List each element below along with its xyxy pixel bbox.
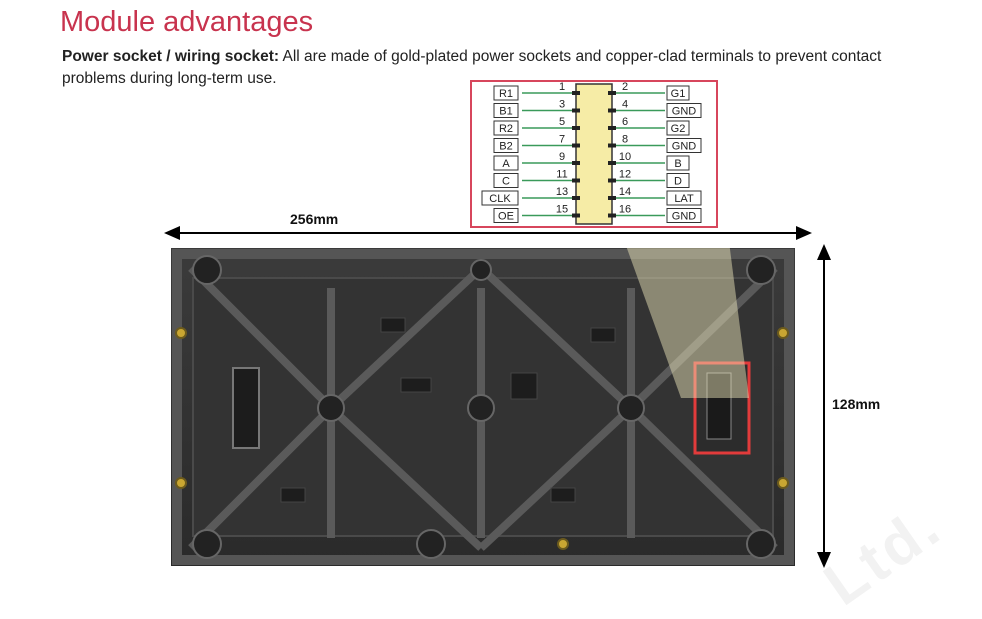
pin-label-box <box>666 190 702 206</box>
pin-label-box <box>493 173 519 188</box>
pin-mark <box>572 213 580 218</box>
pin-mark <box>608 161 616 165</box>
pin-label-left: B1 <box>499 106 512 118</box>
pin-label-left: OE <box>498 211 514 223</box>
width-label: 256mm <box>290 211 339 227</box>
pin-label-box <box>666 155 690 171</box>
pin-mark <box>608 213 616 218</box>
pin-label-box <box>493 208 519 223</box>
pin-label-box <box>666 85 690 101</box>
pin-label-box <box>666 208 702 223</box>
pin-number-left: 13 <box>556 186 568 198</box>
pin-label-box <box>493 85 519 101</box>
pin-label-right: G2 <box>671 123 686 135</box>
pin-number-left: 11 <box>556 169 567 181</box>
pin-number-left: 15 <box>556 204 568 216</box>
pin-mark <box>572 178 580 183</box>
pin-label-box <box>493 103 519 118</box>
pin-label-left: B2 <box>499 141 512 153</box>
height-label: 128mm <box>832 396 881 412</box>
dimension-arrows <box>164 226 831 568</box>
pin-number-left: 3 <box>559 99 565 111</box>
pin-label-right: G1 <box>671 88 686 100</box>
led-module-image <box>171 248 795 566</box>
pin-label-box <box>666 138 702 153</box>
pin-label-left: A <box>502 158 510 170</box>
pin-label-left: R1 <box>499 88 513 100</box>
pin-mark <box>608 91 616 95</box>
pin-number-left: 1 <box>559 81 565 93</box>
pin-label-box <box>493 120 519 136</box>
description-heading: Power socket / wiring socket: <box>62 48 280 65</box>
page-title: Module advantages <box>60 6 314 38</box>
pin-label-left: CLK <box>489 193 511 205</box>
pin-mark <box>572 196 580 200</box>
pin-number-left: 5 <box>559 116 565 128</box>
pin-mark <box>608 108 616 113</box>
description-text: All are made of gold-plated power socket… <box>62 48 882 87</box>
pin-number-right: 14 <box>619 186 631 198</box>
pin-label-box <box>493 138 519 153</box>
pin-mark <box>608 126 616 130</box>
pin-label-right: LAT <box>674 193 694 205</box>
pin-mark <box>572 108 580 113</box>
pin-label-right: GND <box>672 141 697 153</box>
pin-label-box <box>493 155 519 171</box>
pin-label-box <box>481 190 519 206</box>
pin-number-right: 12 <box>619 169 631 181</box>
pin-number-left: 9 <box>559 151 565 163</box>
pin-mark <box>572 143 580 148</box>
pin-mark <box>608 178 616 183</box>
pin-number-right: 2 <box>622 81 628 93</box>
pin-mark <box>572 161 580 165</box>
description: Power socket / wiring socket: All are ma… <box>62 46 942 90</box>
pin-mark <box>608 143 616 148</box>
pin-label-left: R2 <box>499 123 513 135</box>
pin-label-box <box>666 103 702 118</box>
pin-label-right: GND <box>672 211 697 223</box>
pin-label-right: B <box>674 158 681 170</box>
pin-number-right: 16 <box>619 204 631 216</box>
pin-label-right: GND <box>672 106 697 118</box>
pin-number-right: 10 <box>619 151 631 163</box>
pin-label-left: C <box>502 176 510 188</box>
pin-label-right: D <box>674 176 682 188</box>
pin-label-box <box>666 173 690 188</box>
pin-number-left: 7 <box>559 134 565 146</box>
pin-mark <box>572 126 580 130</box>
pin-number-right: 4 <box>622 99 628 111</box>
pin-mark <box>608 196 616 200</box>
pin-number-right: 6 <box>622 116 628 128</box>
pin-mark <box>572 91 580 95</box>
pin-label-box <box>666 120 690 136</box>
pin-number-right: 8 <box>622 134 628 146</box>
